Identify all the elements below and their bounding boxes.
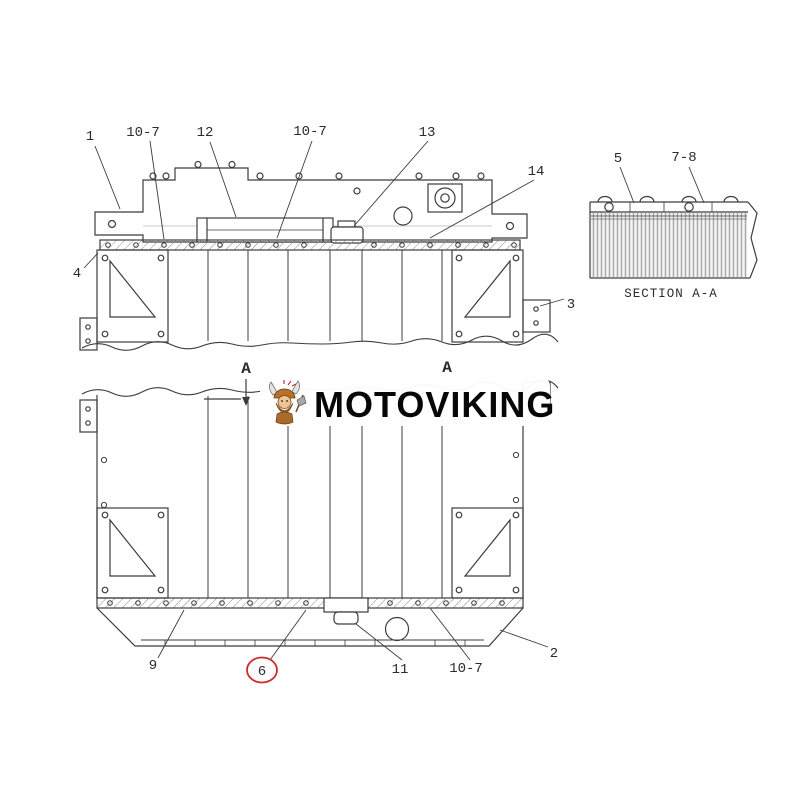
section-marker-a-left: A (241, 360, 251, 378)
right-flange-tab (522, 299, 551, 333)
callout-14: 14 (528, 164, 545, 180)
callout-7-8: 7-8 (671, 150, 696, 166)
highlight-circle-6 (246, 656, 278, 684)
callout-10-7-top-mid: 10-7 (293, 124, 327, 140)
top-gasket-strip (99, 239, 521, 251)
flange-bolt-icon (505, 221, 515, 231)
down-arrow-icon (242, 397, 250, 406)
round-port-icon (393, 206, 413, 226)
tank-bolt-icon (684, 202, 694, 212)
section-aa-label: SECTION A-A (624, 287, 718, 301)
bottom-strip-bolts (107, 600, 505, 606)
bottom-flange-ticks (164, 640, 466, 646)
section-aa-detail (589, 195, 758, 279)
leader-lines (83, 140, 705, 661)
callout-9: 9 (149, 658, 157, 674)
bottom-gasket-strip (96, 597, 524, 609)
left-flange-tab (79, 317, 98, 351)
section-cut-markers: A A (204, 359, 452, 406)
bottom-tank (96, 597, 524, 647)
upper-core-tubes (96, 250, 524, 347)
section-marker-a-right: A (442, 359, 452, 377)
watermark-backdrop (260, 376, 550, 426)
core-fin-mesh (591, 213, 747, 277)
callout-10-7-top-left: 10-7 (126, 125, 160, 141)
watermark-brand-text: MOTOVIKING (314, 384, 555, 425)
callout-labels: 1 10-7 12 10-7 13 14 4 3 5 7-8 9 6 11 10… (73, 124, 718, 684)
left-flange-tab-lower (79, 399, 98, 433)
callout-1: 1 (86, 129, 94, 145)
filler-neck (427, 183, 463, 213)
callout-11: 11 (392, 662, 409, 678)
callout-13: 13 (419, 125, 436, 141)
lower-core-tubes (96, 389, 524, 598)
callout-5: 5 (614, 151, 622, 167)
top-mounting-bracket (196, 217, 334, 243)
callout-3: 3 (567, 297, 575, 313)
watermark: MOTOVIKING (260, 376, 555, 426)
callout-12: 12 (197, 125, 214, 141)
motoviking-logo-icon (269, 380, 307, 425)
torn-edge (747, 201, 758, 279)
drain-hole-icon (384, 616, 410, 642)
callout-4: 4 (73, 266, 81, 282)
upper-side-brackets (79, 249, 551, 351)
small-port-icon (353, 187, 361, 195)
drain-fitting (323, 597, 369, 625)
tank-bolt-icon (604, 202, 614, 212)
top-strip-bolts (105, 242, 517, 248)
flange-bolt-icon (107, 219, 117, 229)
callout-6: 6 (258, 664, 266, 680)
callout-2: 2 (550, 646, 558, 662)
callout-10-7-bottom: 10-7 (449, 661, 483, 677)
top-tank-assembly (94, 160, 528, 251)
